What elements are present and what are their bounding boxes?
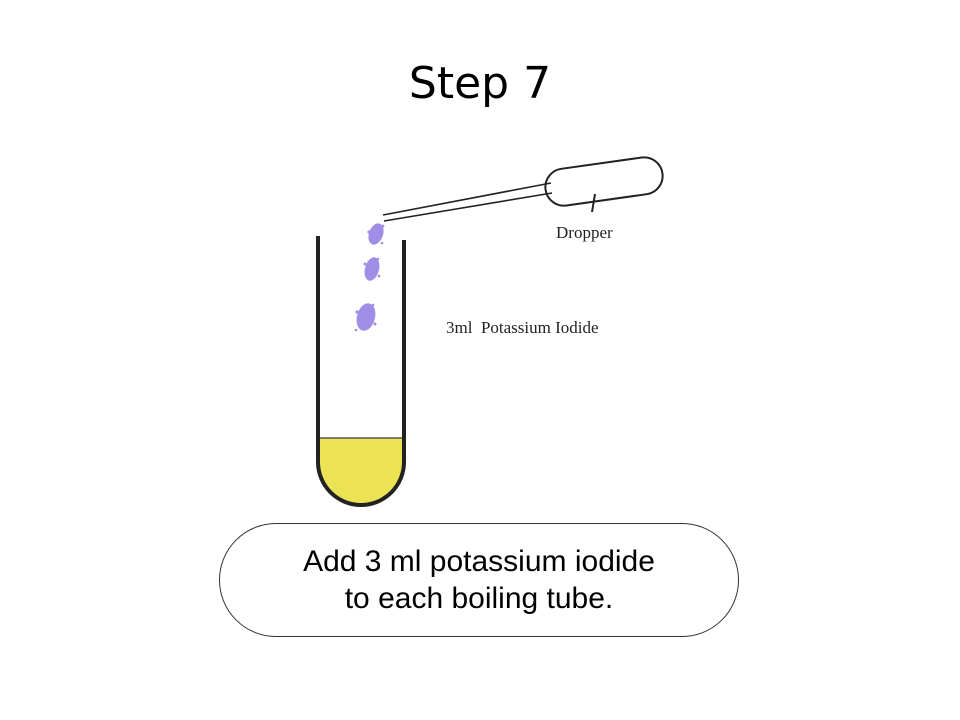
dropper-bulb	[544, 156, 664, 207]
tube-liquid	[318, 438, 404, 505]
dropper-tube-upper	[382, 182, 552, 216]
slide-title: Step 7	[408, 58, 552, 109]
caption-text: Add 3 ml potassium iodide to each boilin…	[303, 543, 655, 618]
drop	[364, 257, 380, 281]
dropper-label: Dropper	[556, 223, 613, 242]
dropper-tube-lower	[383, 192, 553, 222]
caption-box: Add 3 ml potassium iodide to each boilin…	[219, 523, 739, 637]
dropper-leader-line	[591, 193, 596, 213]
caption-line-2: to each boiling tube.	[344, 582, 614, 615]
drops	[354, 223, 385, 332]
reagent-label: 3ml Potassium Iodide	[446, 318, 599, 337]
drop	[356, 303, 376, 331]
drop	[368, 223, 384, 245]
test-tube	[316, 236, 406, 507]
caption-line-1: Add 3 ml potassium iodide	[303, 544, 655, 578]
